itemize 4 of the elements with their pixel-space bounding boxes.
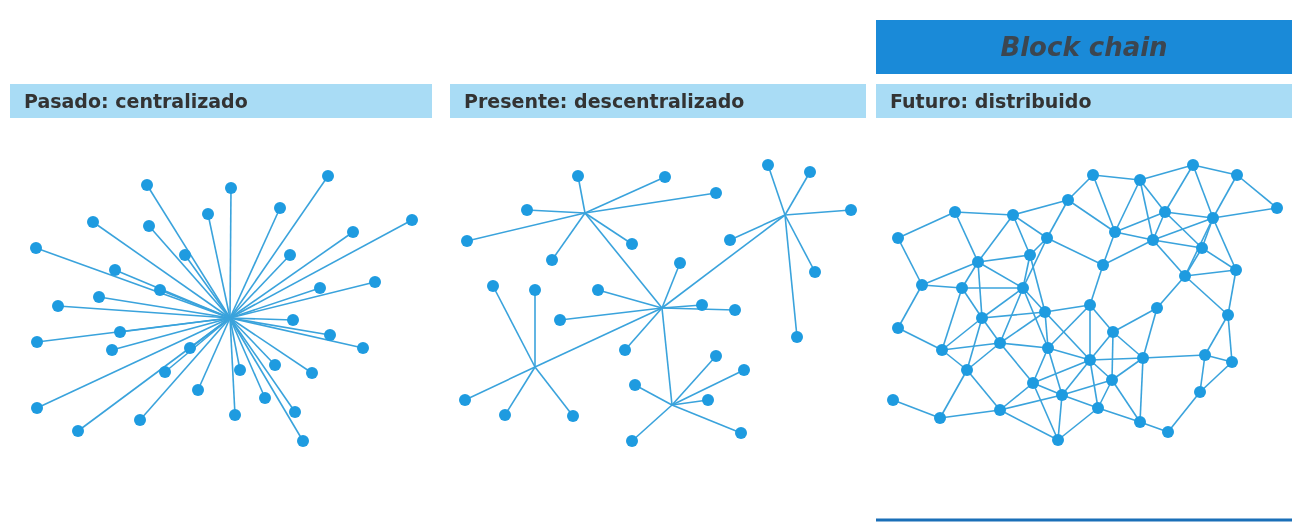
section-header: Futuro: distribuido (876, 84, 1292, 118)
section-header: Presente: descentralizado (450, 84, 866, 118)
title-banner: Block chain (876, 20, 1292, 74)
section-header: Pasado: centralizado (10, 84, 432, 118)
